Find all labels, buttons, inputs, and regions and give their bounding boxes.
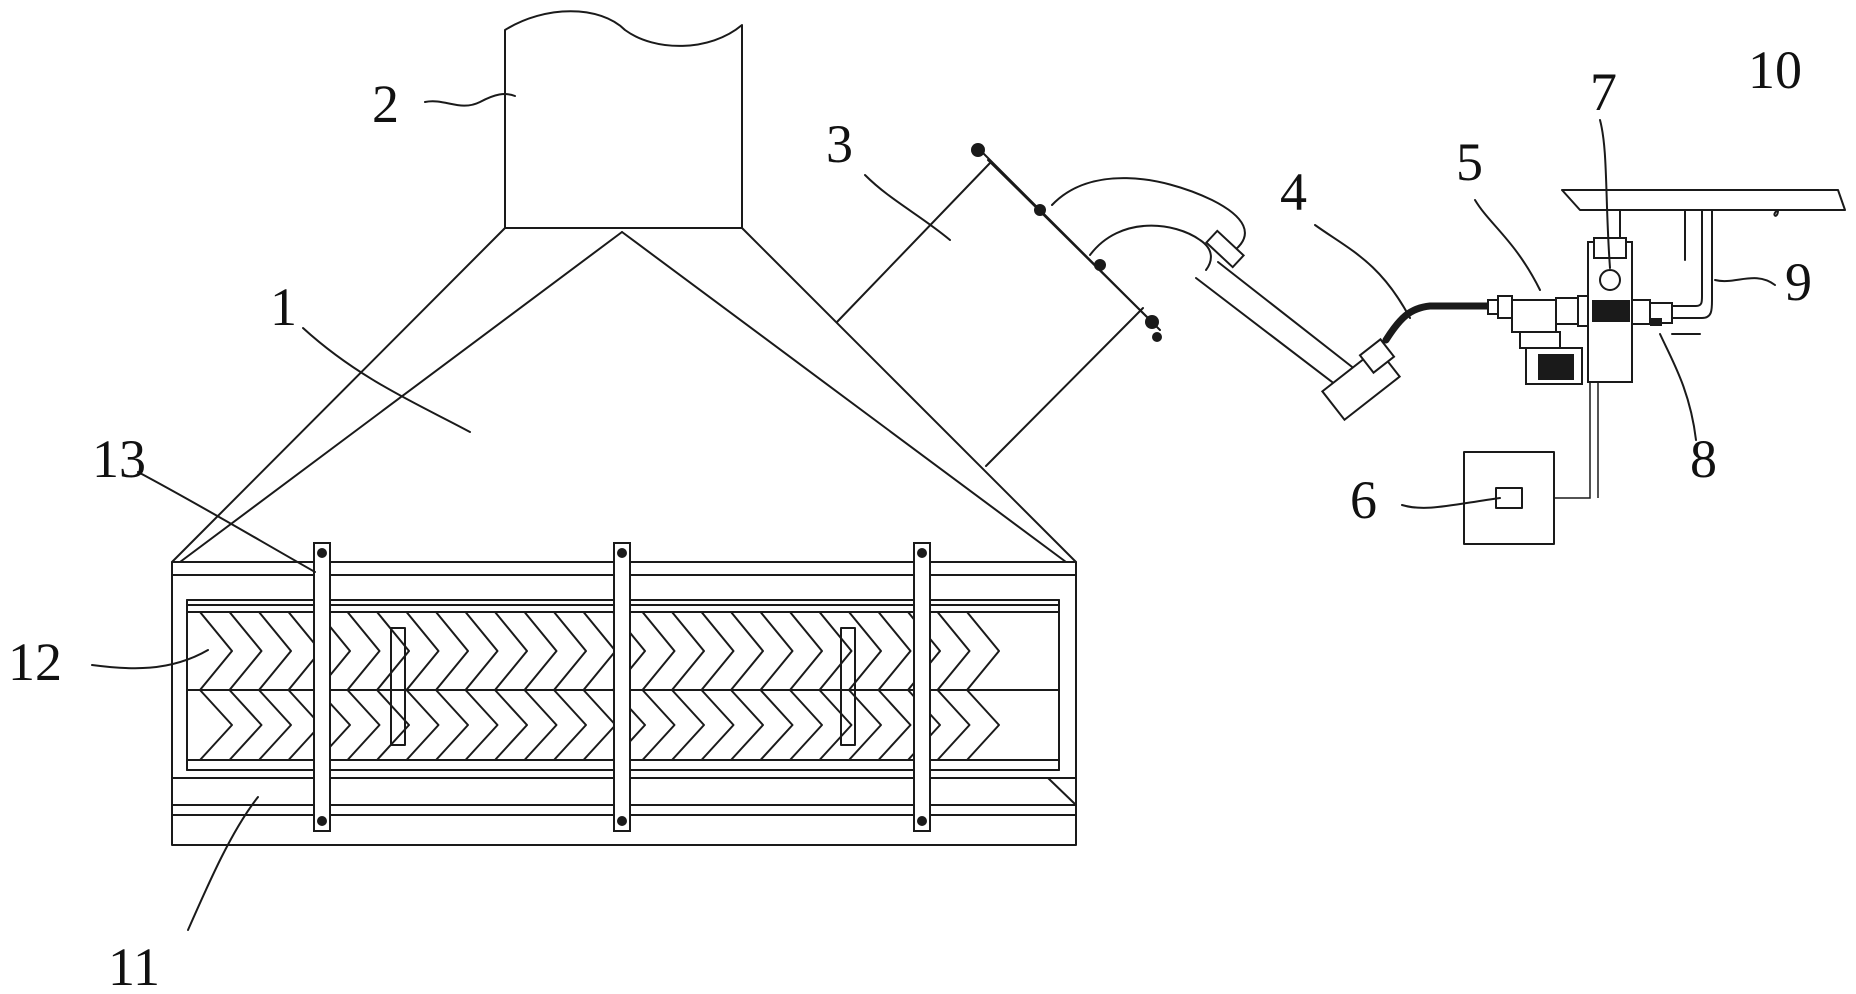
support-beam: [1561, 189, 1846, 261]
chevron-blade: [877, 689, 912, 761]
chevron-blade: [877, 611, 912, 691]
chevron-blade: [730, 689, 764, 761]
label-8: 8: [1690, 429, 1717, 489]
mounting-straps: [313, 542, 931, 832]
chevron-blade: [700, 689, 735, 761]
chevron-blade: [730, 611, 764, 691]
control-box: [1463, 382, 1599, 545]
chevron-blade: [464, 611, 499, 691]
chevron-blade: [553, 689, 587, 761]
label-11: 11: [108, 937, 160, 994]
label-12: 12: [8, 632, 62, 692]
chevron-blade: [848, 611, 882, 691]
chevron-blade: [405, 689, 440, 761]
chevron-blade: [376, 611, 410, 691]
label-2: 2: [372, 74, 399, 134]
chevron-blade: [936, 689, 971, 761]
chevron-blade: [759, 611, 794, 691]
chevron-blade: [494, 611, 528, 691]
chevron-blade: [966, 689, 1000, 761]
chevron-blade: [848, 689, 882, 761]
chevron-blade: [435, 611, 469, 691]
supply-pipe: [1671, 217, 1713, 319]
mounting-strap: [913, 542, 931, 832]
hood-body: [171, 227, 1077, 563]
chevron-blade: [346, 611, 381, 691]
chevron-blade: [700, 611, 735, 691]
chevron-blade: [671, 689, 705, 761]
chevron-blade: [435, 689, 469, 761]
valve-assembly: [1487, 295, 1593, 385]
label-5: 5: [1456, 132, 1483, 192]
baffle-slot: [840, 627, 856, 746]
label-13: 13: [92, 429, 146, 489]
chevron-blade: [966, 611, 1000, 691]
chevron-blade: [582, 611, 617, 691]
label-3: 3: [826, 114, 853, 174]
strap-bolt: [617, 548, 627, 558]
label-6: 6: [1350, 470, 1377, 530]
pipe-fitting: [1631, 299, 1701, 335]
chevron-blade: [818, 689, 853, 761]
branch-duct: [836, 143, 1357, 467]
nozzle-assembly: [1320, 302, 1492, 422]
chevron-blade: [199, 689, 233, 761]
baffle-slot: [390, 627, 406, 746]
reference-numerals: 1 2 3 4 5 6 7 8 9 10 11 12 13: [8, 40, 1812, 994]
chevron-blade: [258, 689, 292, 761]
chevron-blade: [641, 611, 676, 691]
chevron-blade: [258, 611, 292, 691]
mounting-strap: [613, 542, 631, 832]
chevron-blade: [789, 611, 823, 691]
strap-bolt: [617, 816, 627, 826]
label-9: 9: [1785, 252, 1812, 312]
chevron-blade: [582, 689, 617, 761]
chevron-blade: [553, 611, 587, 691]
chevron-blade: [199, 611, 233, 691]
chevron-blade: [641, 689, 676, 761]
chevron-blade: [464, 689, 499, 761]
label-1: 1: [270, 277, 297, 337]
label-7: 7: [1590, 62, 1617, 122]
chevron-blade: [671, 611, 705, 691]
exhaust-duct: [504, 10, 743, 229]
chevron-blade: [936, 611, 971, 691]
chevron-blade: [818, 611, 853, 691]
chevron-blade: [376, 689, 410, 761]
vertical-valve: [1587, 237, 1633, 383]
strap-bolt: [917, 816, 927, 826]
chevron-blade: [346, 689, 381, 761]
strap-bolt: [917, 548, 927, 558]
strap-bolt: [317, 816, 327, 826]
label-10: 10: [1748, 40, 1802, 100]
mounting-strap: [313, 542, 331, 832]
label-4: 4: [1280, 162, 1307, 222]
chevron-blade: [228, 689, 263, 761]
chevron-blade: [523, 689, 558, 761]
chevron-blade: [228, 611, 263, 691]
chevron-blade: [405, 611, 440, 691]
chevron-blade: [789, 689, 823, 761]
strap-bolt: [317, 548, 327, 558]
chevron-blade: [759, 689, 794, 761]
chevron-blade: [494, 689, 528, 761]
leader-lines: [91, 93, 1779, 931]
chevron-blade: [523, 611, 558, 691]
